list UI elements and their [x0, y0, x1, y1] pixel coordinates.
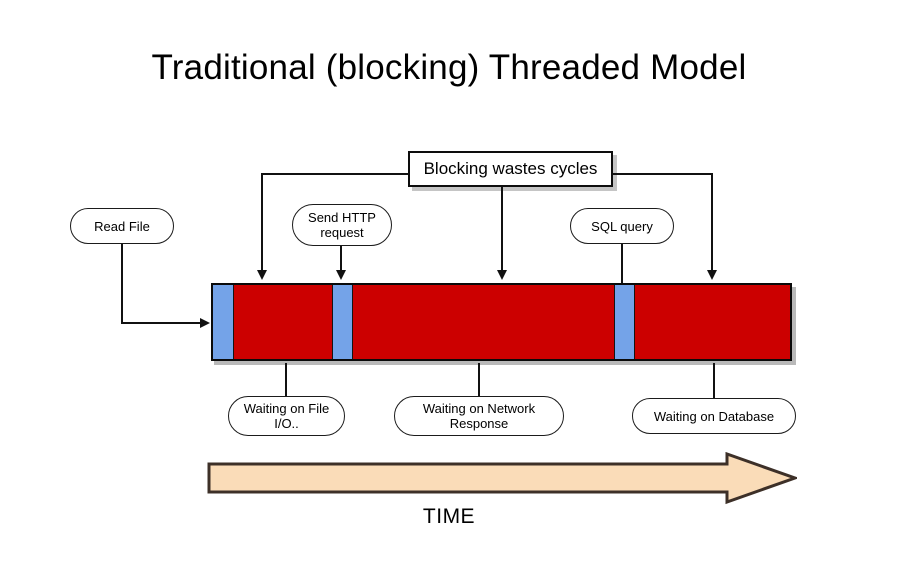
timeline-segment-blocked-network: [332, 285, 353, 359]
label-waiting-on-network-response: Waiting on Network Response: [394, 396, 564, 436]
read-file-arrowhead-icon: [200, 317, 210, 328]
callout-label: Blocking wastes cycles: [423, 159, 598, 178]
label-waiting-on-database-text: Waiting on Database: [653, 408, 775, 424]
time-axis-label: TIME: [422, 505, 476, 528]
label-waiting-on-network-response-line1: Waiting on Network: [422, 401, 536, 416]
callout-right-connector-horizontal: [613, 173, 713, 175]
callout-middle-connector-vertical: [501, 187, 503, 271]
callout-right-arrowhead-icon: [706, 270, 717, 280]
label-read-file: Read File: [70, 208, 174, 244]
label-read-file-text: Read File: [94, 218, 150, 234]
sql-query-connector-vertical: [621, 244, 623, 284]
callout-middle-arrowhead-icon: [496, 270, 507, 280]
label-send-http-request: Send HTTP request: [292, 204, 392, 246]
callout-left-arrowhead-icon: [256, 270, 267, 280]
read-file-connector-vertical: [121, 244, 123, 323]
label-waiting-on-database: Waiting on Database: [632, 398, 796, 434]
callout-left-connector-horizontal: [262, 173, 409, 175]
time-arrow-icon: [207, 451, 800, 505]
timeline-segment-blocked-database: [614, 285, 635, 359]
label-waiting-on-file-io: Waiting on File I/O..: [228, 396, 345, 436]
callout-left-connector-vertical: [261, 173, 263, 271]
label-waiting-on-file-io-line1: Waiting on File: [243, 401, 330, 416]
label-sql-query: SQL query: [570, 208, 674, 244]
send-http-request-arrowhead-icon: [335, 270, 346, 280]
callout-right-connector-vertical: [711, 173, 713, 271]
page-title: Traditional (blocking) Threaded Model: [151, 48, 747, 87]
callout-blocking-wastes-cycles: Blocking wastes cycles: [408, 151, 613, 187]
label-send-http-request-line1: Send HTTP: [308, 210, 376, 225]
label-sql-query-text: SQL query: [591, 218, 653, 234]
timeline-bar: [211, 283, 792, 361]
waiting-network-connector-vertical: [478, 363, 480, 398]
label-send-http-request-line2: request: [320, 225, 364, 240]
waiting-database-connector-vertical: [713, 363, 715, 398]
waiting-file-io-connector-vertical: [285, 363, 287, 398]
time-axis-arrow: [207, 451, 800, 507]
read-file-connector-horizontal: [121, 322, 203, 324]
send-http-request-connector-vertical: [340, 246, 342, 271]
label-waiting-on-network-response-line2: Response: [449, 416, 509, 431]
label-waiting-on-file-io-line2: I/O..: [274, 416, 299, 431]
timeline-segment-blocked-file-io: [213, 285, 234, 359]
